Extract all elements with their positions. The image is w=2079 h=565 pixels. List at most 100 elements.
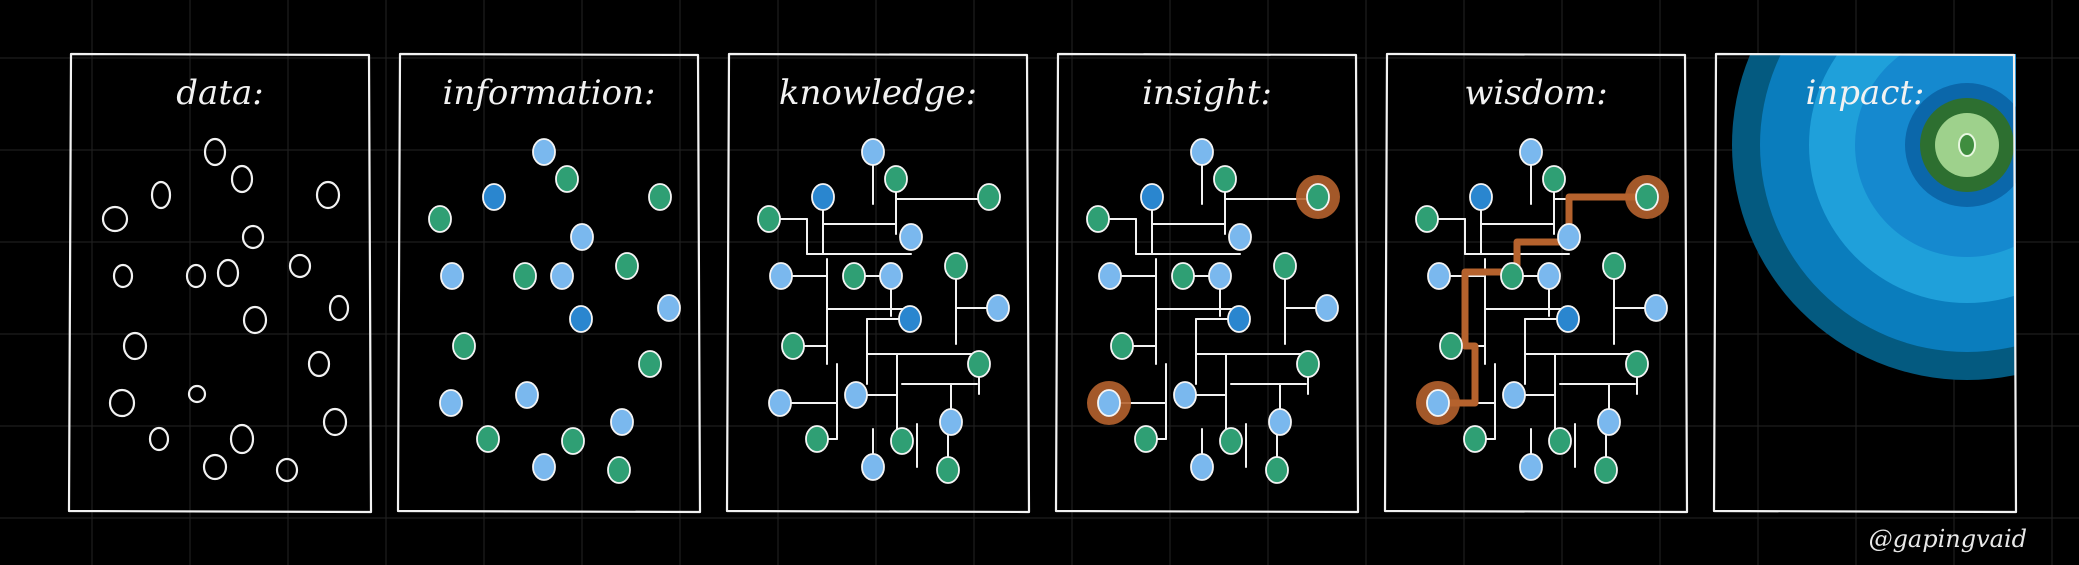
blue-dot-icon <box>550 262 574 290</box>
blue-dot-icon <box>1173 381 1197 409</box>
green-dot-icon <box>1542 165 1566 193</box>
blue-dot-icon <box>898 305 922 333</box>
outline-dot-icon <box>315 180 341 210</box>
blue-dot-icon <box>899 223 923 251</box>
green-dot-icon <box>1500 262 1524 290</box>
outline-dot-icon <box>241 224 265 250</box>
outline-dot-icon <box>187 384 207 404</box>
panels: data:information:knowledge:insight:wisdo… <box>67 52 2018 514</box>
blue-dot-icon <box>610 408 634 436</box>
green-dot-icon <box>1171 262 1195 290</box>
blue-dot-icon <box>532 138 556 166</box>
green-dot-icon <box>936 456 960 484</box>
green-dot-icon <box>561 427 585 455</box>
outline-dot-icon <box>230 164 254 194</box>
blue-dot-icon <box>482 183 506 211</box>
impact-ripple-icon <box>1732 54 2016 380</box>
green-dot-icon <box>476 425 500 453</box>
green-dot-icon <box>944 252 968 280</box>
blue-dot-icon <box>515 381 539 409</box>
green-dot-icon <box>638 350 662 378</box>
blue-dot-icon <box>1098 262 1122 290</box>
green-dot-icon <box>1086 205 1110 233</box>
outline-dot-icon <box>150 180 172 210</box>
outline-dot-icon <box>108 388 136 418</box>
green-dot-icon <box>1273 252 1297 280</box>
panel-6: inpact: <box>1712 52 2018 514</box>
impact-center-dot <box>1958 133 1976 157</box>
outline-dot-icon <box>202 453 228 481</box>
green-dot-icon <box>884 165 908 193</box>
green-dot-icon <box>1463 425 1487 453</box>
blue-dot-icon <box>1537 262 1561 290</box>
outline-dot-icon <box>275 457 299 483</box>
green-dot-icon <box>805 425 829 453</box>
blue-dot-icon <box>1208 262 1232 290</box>
blue-dot-icon <box>769 262 793 290</box>
blue-dot-icon <box>939 408 963 436</box>
green-dot-icon <box>648 183 672 211</box>
green-dot-icon <box>513 262 537 290</box>
blue-dot-icon <box>1140 183 1164 211</box>
green-dot-icon <box>452 332 476 360</box>
blue-dot-icon <box>569 305 593 333</box>
panel-4: insight: <box>1054 52 1360 514</box>
green-dot-icon <box>607 456 631 484</box>
panel-3: knowledge: <box>725 52 1031 514</box>
green-dot-icon <box>890 427 914 455</box>
panel-title: insight: <box>1142 73 1272 113</box>
blue-dot-icon <box>861 138 885 166</box>
blue-dot-icon <box>440 262 464 290</box>
green-dot-icon <box>1439 332 1463 360</box>
blue-dot-icon <box>879 262 903 290</box>
blue-dot-icon <box>1268 408 1292 436</box>
blue-dot-icon <box>844 381 868 409</box>
outline-dot-icon <box>322 407 348 437</box>
outline-dot-icon <box>216 258 240 288</box>
green-dot-icon <box>1602 252 1626 280</box>
blue-dot-icon <box>1427 262 1451 290</box>
blue-dot-icon <box>439 389 463 417</box>
green-dot-icon <box>977 183 1001 211</box>
green-dot-icon <box>1548 427 1572 455</box>
wisdom-path <box>1438 193 1647 407</box>
blue-dot-icon <box>768 389 792 417</box>
blue-dot-icon <box>1556 305 1580 333</box>
panel-title: information: <box>443 73 656 113</box>
outline-dot-icon <box>307 350 331 378</box>
green-dot-icon <box>1134 425 1158 453</box>
outline-dot-icon <box>122 331 148 361</box>
blue-dot-icon <box>1228 223 1252 251</box>
green-dot-icon <box>967 350 991 378</box>
outline-dot-icon <box>185 263 207 289</box>
blue-dot-icon <box>811 183 835 211</box>
green-dot-icon <box>555 165 579 193</box>
outline-dot-icon <box>288 253 312 279</box>
blue-dot-icon <box>1519 453 1543 481</box>
green-dot-icon <box>1625 350 1649 378</box>
green-dot-icon <box>1219 427 1243 455</box>
panel-title: wisdom: <box>1464 73 1607 113</box>
blue-dot-icon <box>1190 138 1214 166</box>
green-dot-icon <box>1265 456 1289 484</box>
outline-dot-icon <box>203 137 227 167</box>
green-dot-icon <box>615 252 639 280</box>
outline-dot-icon <box>101 205 129 233</box>
blue-dot-icon <box>861 453 885 481</box>
blue-dot-icon <box>1426 389 1450 417</box>
blue-dot-icon <box>657 294 681 322</box>
blue-dot-icon <box>1097 389 1121 417</box>
credit-signature: @gapingvaid <box>1868 525 2027 553</box>
green-dot-icon <box>757 205 781 233</box>
blue-dot-icon <box>1469 183 1493 211</box>
green-dot-icon <box>1306 183 1330 211</box>
green-dot-icon <box>1110 332 1134 360</box>
blue-dot-icon <box>1315 294 1339 322</box>
green-dot-icon <box>1213 165 1237 193</box>
outline-dot-icon <box>242 305 268 335</box>
blue-dot-icon <box>532 453 556 481</box>
green-dot-icon <box>1594 456 1618 484</box>
panel-5: wisdom: <box>1383 52 1689 514</box>
blue-dot-icon <box>1644 294 1668 322</box>
